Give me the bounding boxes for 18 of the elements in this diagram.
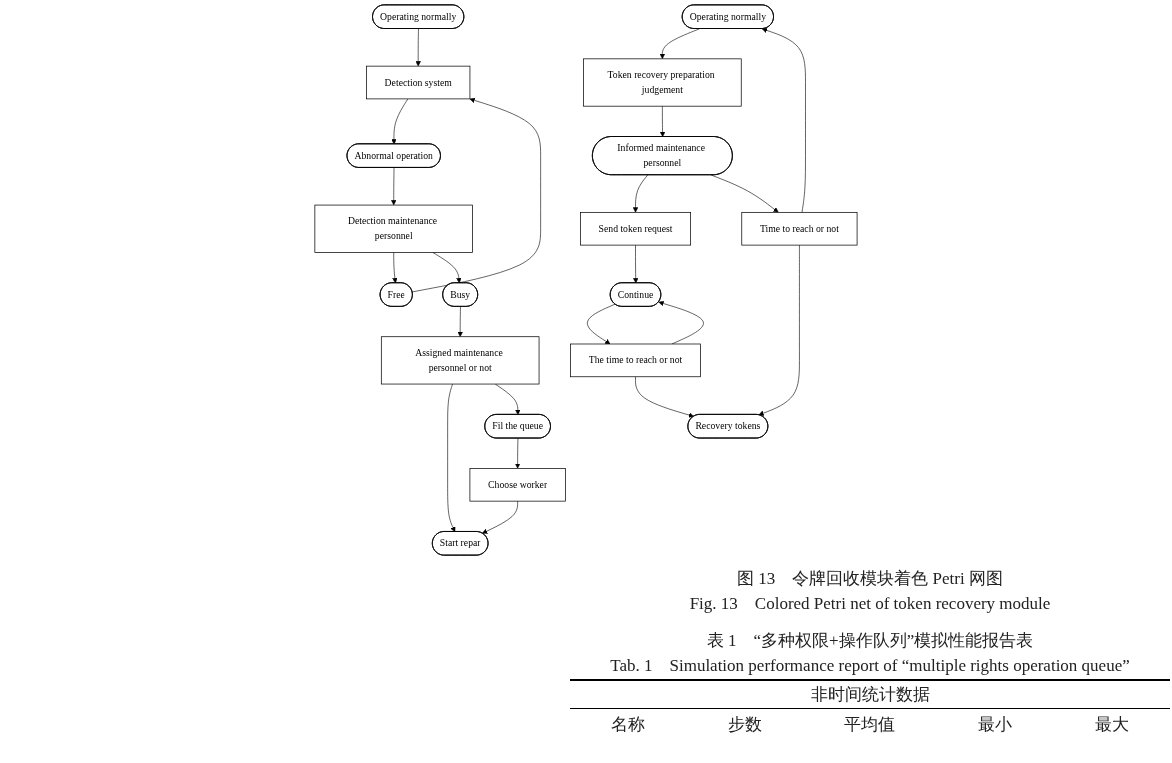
node-box: Detection system xyxy=(366,65,471,100)
table-header-cell-text: 最大 xyxy=(1094,714,1129,736)
node-box: The time to reach or not xyxy=(570,343,701,378)
table-header-cell-text: 平均值 xyxy=(844,714,896,736)
caption-text: 图 13 令牌回收模块着色 Petri 网图 xyxy=(736,568,1004,590)
node-box: Assigned maintenance personnel or not xyxy=(380,336,540,385)
table-header-cell-text: 名称 xyxy=(611,714,646,736)
node-box: Detection maintenance personnel xyxy=(314,204,473,253)
caption-text: Fig. 13 Colored Petri net of token recovery module xyxy=(688,593,1052,615)
table-header-cell-text: 非时间统计数据 xyxy=(809,684,931,706)
node-box: Time to reach or not xyxy=(741,212,858,246)
table-header-cell-text: 最小 xyxy=(978,714,1013,736)
node-box: Token recovery preparation judgement xyxy=(583,58,742,107)
table-header-cell-text: 步数 xyxy=(727,714,762,736)
caption-text: 表 1 “多种权限+操作队列”模拟性能报告表 xyxy=(705,630,1035,652)
caption-text: Tab. 1 Simulation performance report of “multiple rights operation queue” xyxy=(609,655,1131,677)
node-box: Choose worker xyxy=(469,468,566,502)
node-box: Send token request xyxy=(580,212,692,246)
